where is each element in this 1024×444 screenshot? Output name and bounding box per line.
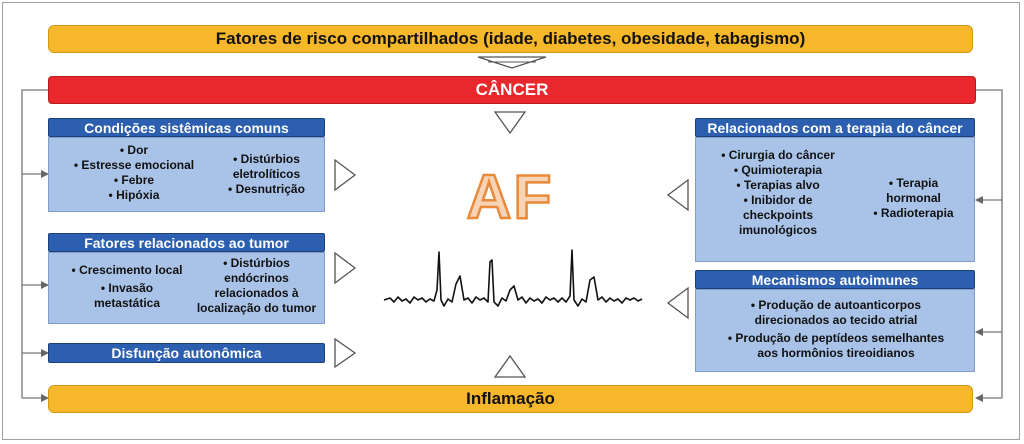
triangle-down-from-cancer [493,111,527,135]
cancer-therapy-panel: • Cirurgia do câncer • Quimioterapia • T… [695,137,975,262]
list-item: • Crescimento local [71,263,183,277]
list-item: metastática [93,296,161,310]
list-item: • Distúrbios [233,152,300,166]
cancer-therapy-list-1: • Cirurgia do câncer • Quimioterapia • T… [702,148,854,238]
list-item: • Desnutrição [228,182,305,196]
autoimmune-list: • Produção de autoanticorpos direcionado… [701,298,971,361]
list-item: relacionados à [214,286,299,300]
autoimmune-header: Mecanismos autoimunes [695,270,975,289]
cancer-bar: CÂNCER [48,76,976,104]
list-item: eletrolíticos [232,167,301,181]
tumor-factors-list-1: • Crescimento local • Invasão metastátic… [57,263,197,311]
autonomic-dysfunction-title: Disfunção autonômica [111,345,262,361]
triangle-left-autoimmune [666,286,689,320]
list-item: imunológicos [739,223,817,237]
systemic-conditions-list-2: • Distúrbios eletrolíticos • Desnutrição [214,152,319,197]
list-item: • Radioterapia [873,206,954,220]
systemic-conditions-panel: • Dor • Estresse emocional • Febre • Hip… [48,137,325,212]
list-item: localização do tumor [196,301,317,315]
shared-risk-factors-bar: Fatores de risco compartilhados (idade, … [48,25,973,53]
list-item: • Cirurgia do câncer [721,148,835,162]
tumor-factors-header: Fatores relacionados ao tumor [48,233,325,252]
inflammation-bar: Inflamação [48,385,973,413]
list-item: • Estresse emocional [73,158,195,172]
list-item: • Invasão [100,281,154,295]
systemic-conditions-title: Condições sistêmicas comuns [84,119,289,136]
triangle-right-systemic [334,158,357,192]
list-item: hormonal [886,191,941,205]
autoimmune-panel: • Produção de autoanticorpos direcionado… [695,289,975,372]
triangle-up-from-inflammation [493,354,527,378]
systemic-conditions-header: Condições sistêmicas comuns [48,118,325,137]
list-item: direcionados ao tecido atrial [754,313,918,327]
shared-risk-factors-text: Fatores de risco compartilhados (idade, … [215,29,806,48]
triangle-right-autonomic [334,337,357,369]
autonomic-dysfunction-box: Disfunção autonômica [48,343,325,363]
list-item: • Produção de peptídeos semelhantes [727,331,945,345]
list-item: checkpoints [742,208,814,222]
systemic-conditions-list-1: • Dor • Estresse emocional • Febre • Hip… [59,143,209,203]
list-item: • Produção de autoanticorpos [750,298,922,312]
cancer-therapy-list-2: • Terapia hormonal • Radioterapia [856,176,971,221]
cancer-therapy-header: Relacionados com a terapia do câncer [695,118,975,137]
tumor-factors-list-2: • Distúrbios endócrinos relacionados à l… [189,256,324,316]
inflammation-text: Inflamação [466,389,555,408]
list-item: • Quimioterapia [733,163,823,177]
list-item: • Inibidor de [743,193,813,207]
right-bracket-line [976,89,1003,398]
list-item: endócrinos [224,271,289,285]
list-item: • Dor [119,143,149,157]
list-item: • Hipóxia [108,188,160,202]
cancer-text: CÂNCER [475,80,549,99]
tumor-factors-title: Fatores relacionados ao tumor [84,234,289,251]
tumor-factors-panel: • Crescimento local • Invasão metastátic… [48,252,325,324]
triangle-right-tumor [334,251,357,285]
autoimmune-title: Mecanismos autoimunes [751,271,919,288]
list-item: • Distúrbios [223,256,290,270]
list-item: • Terapia [888,176,939,190]
ecg-trace [383,249,643,307]
cancer-therapy-title: Relacionados com a terapia do câncer [707,119,963,136]
list-item: • Febre [113,173,155,187]
left-bracket-line [21,89,48,398]
list-item: • Terapias alvo [736,178,820,192]
list-item: aos hormônios tireoidianos [757,346,915,360]
af-label: AF [465,162,554,234]
triangle-left-therapy [666,178,689,212]
